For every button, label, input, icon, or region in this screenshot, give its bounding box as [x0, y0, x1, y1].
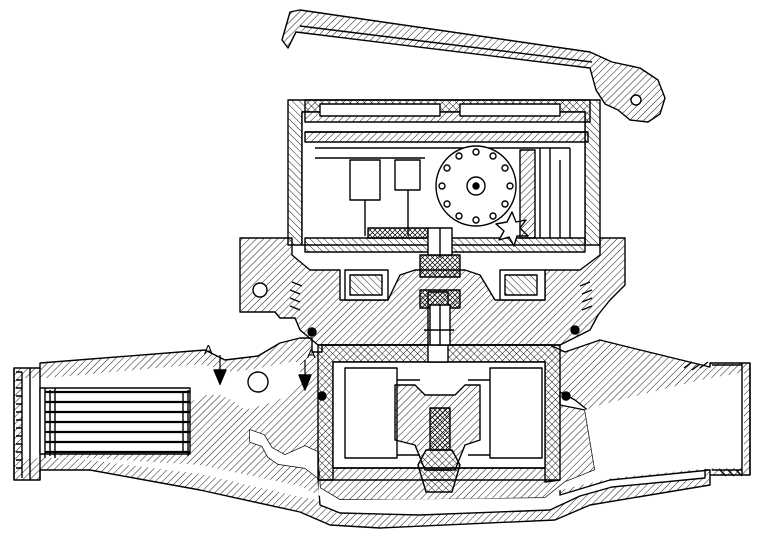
inlet-strainer — [39, 387, 191, 458]
section-marker-a-left: A — [204, 342, 213, 357]
register-housing — [287, 99, 601, 278]
section-marker-a-right: A — [307, 346, 316, 361]
section-line-a-a — [213, 355, 312, 393]
hinged-lid — [281, 9, 666, 123]
upper-housing — [239, 237, 626, 401]
